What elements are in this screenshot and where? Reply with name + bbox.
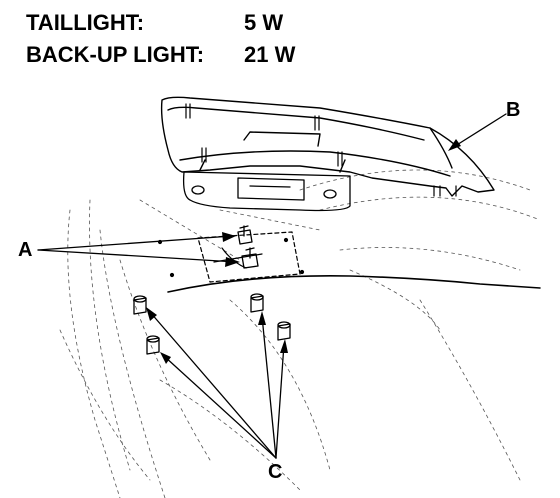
- leader-lines: [37, 113, 507, 459]
- retaining-clips: [133, 293, 291, 355]
- bulb-socket-area: [157, 225, 305, 283]
- callout-b: B: [506, 99, 521, 121]
- arrowhead-icon: [146, 307, 157, 321]
- mounting-plate: [182, 171, 351, 212]
- taillight-housing: [160, 96, 495, 197]
- housing-studs: [185, 103, 457, 197]
- bolt-lower-icon: [241, 247, 259, 269]
- plate-hole-right: [323, 189, 337, 199]
- clip-icon: [277, 321, 291, 341]
- body-edge-line: [167, 275, 541, 293]
- spec-value: 5 W: [244, 10, 284, 35]
- clip-icon: [133, 295, 147, 315]
- mount-hole: [169, 272, 175, 278]
- arrowhead-icon: [225, 257, 240, 267]
- callout-c: C: [268, 461, 283, 483]
- spec-value: 21 W: [244, 42, 296, 67]
- mount-hole: [283, 237, 289, 243]
- bolt-upper-icon: [237, 225, 253, 245]
- clip-icon: [250, 293, 264, 313]
- arrowhead-icon: [448, 139, 461, 151]
- arrowhead-icon: [280, 339, 288, 353]
- mount-hole: [299, 269, 305, 275]
- arrowhead-icon: [160, 352, 171, 364]
- arrowhead-icon: [258, 311, 266, 325]
- arrowhead-icon: [222, 232, 236, 242]
- spec-label: TAILLIGHT:: [26, 10, 145, 35]
- vehicle-body-sketch: [59, 169, 541, 498]
- clip-icon: [146, 335, 160, 355]
- callout-a: A: [18, 239, 33, 261]
- plate-hole-left: [191, 185, 205, 195]
- spec-label: BACK-UP LIGHT:: [26, 42, 205, 67]
- arrowheads: [146, 139, 461, 364]
